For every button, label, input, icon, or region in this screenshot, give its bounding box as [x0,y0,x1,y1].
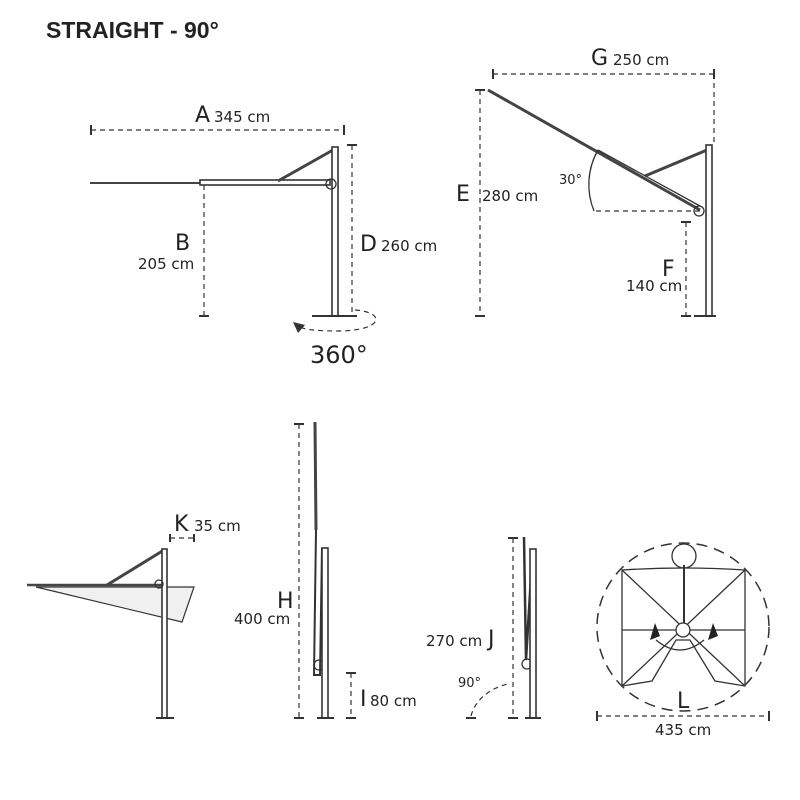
dim-a-letter: A [195,103,210,128]
side-view-tilted: G 250 cm E 280 cm 30° F 140 cm [456,46,716,317]
rotation-arrow [299,309,377,332]
arrow-up-icon [708,623,718,640]
dim-e-letter: E [456,182,470,207]
dim-g-letter: G [591,46,608,71]
side-view-offset: K 35 cm [27,512,241,719]
dim-d-value: 260 cm [381,237,437,255]
canopy-shape [35,586,195,623]
dim-b-letter: B [175,231,190,256]
dim-b-value: 205 cm [138,255,194,273]
dim-g-value: 250 cm [613,51,669,69]
hub-icon [675,622,691,638]
side-view-open: A 345 cm B 205 cm D 260 cm 360° [90,103,437,369]
rotation-arrowhead-icon [293,322,305,333]
dim-f-value: 140 cm [626,277,682,295]
dim-j-letter: J [486,627,495,652]
dim-j-value: 270 cm [426,632,482,650]
dim-e-value: 280 cm [482,187,538,205]
dim-f-letter: F [662,257,675,282]
rotation-label: 360° [310,341,368,369]
dim-l-letter: L [677,689,690,714]
dim-k-value: 35 cm [194,517,241,535]
fold-angle-label: 90° [458,676,481,691]
dim-l-value: 435 cm [655,721,711,739]
dim-a-value: 345 cm [214,108,270,126]
side-view-closed-height: H 400 cm I 80 cm [234,421,417,719]
tilt-angle-label: 30° [559,173,582,188]
dim-k-letter: K [174,512,189,537]
dim-h-letter: H [277,589,294,614]
side-view-folded: 270 cm J 90° [426,536,541,719]
dim-h-value: 400 cm [234,610,290,628]
dim-i-value: 80 cm [370,692,417,710]
arrow-up-icon [650,623,660,640]
diagram-title: STRAIGHT - 90° [46,17,219,43]
top-view: L 435 cm [596,542,770,739]
dim-d-letter: D [360,232,377,257]
dim-i-letter: I [360,687,367,712]
